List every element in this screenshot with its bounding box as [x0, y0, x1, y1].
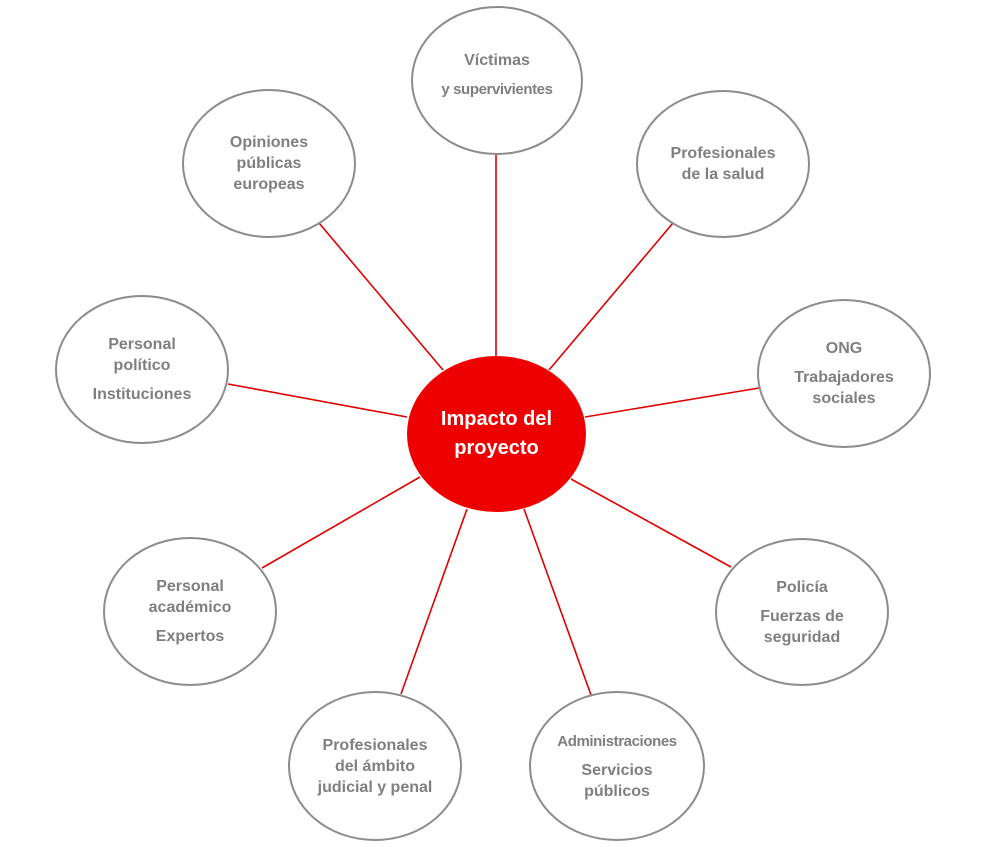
node-opiniones-line1: Opiniones: [229, 134, 309, 151]
center-node-impacto: Impacto del proyecto: [407, 356, 586, 512]
node-academico: Personal académico Expertos: [103, 537, 277, 686]
connector-salud: [548, 222, 674, 371]
node-policia-line3: seguridad: [763, 628, 841, 646]
node-salud: Profesionales de la salud: [636, 90, 810, 238]
node-opiniones-line3: europeas: [233, 176, 305, 193]
node-ong-line3: sociales: [812, 390, 876, 407]
node-academico-line1: Personal: [156, 578, 224, 595]
node-salud-line2: de la salud: [681, 166, 765, 183]
node-administraciones-line3: públicos: [584, 782, 650, 800]
node-salud-line1: Profesionales: [670, 145, 776, 162]
center-label-line2: proyecto: [454, 437, 539, 459]
node-administraciones-line2: Servicios: [581, 761, 653, 779]
connector-ong: [584, 387, 760, 418]
node-academico-line2: académico: [148, 599, 232, 616]
node-policia-line1: Policía: [776, 578, 828, 596]
node-policia: Policía Fuerzas de seguridad: [715, 538, 889, 686]
node-politico-line3: Instituciones: [92, 386, 192, 403]
node-ong: ONG Trabajadores sociales: [757, 299, 931, 448]
node-victimas-line1: Víctimas: [464, 51, 530, 69]
node-administraciones: Administraciones Servicios públicos: [529, 691, 705, 841]
connector-policia: [570, 478, 732, 568]
node-opiniones-line2: públicas: [236, 155, 302, 172]
node-ong-line1: ONG: [825, 340, 863, 357]
connector-opiniones: [318, 222, 444, 371]
node-administraciones-line1: Administraciones: [557, 732, 677, 750]
node-politico-line1: Personal: [108, 336, 176, 353]
node-judicial-line3: judicial y penal: [317, 778, 433, 796]
node-ong-line2: Trabajadores: [794, 369, 894, 386]
connector-academico: [261, 476, 421, 569]
node-judicial-line2: del ámbito: [334, 757, 415, 775]
node-victimas-line2: y supervivientes: [441, 80, 553, 98]
node-policia-line2: Fuerzas de: [760, 607, 844, 625]
node-opiniones: Opiniones públicas europeas: [182, 89, 356, 238]
center-label-line1: Impacto del: [440, 408, 553, 430]
connector-administraciones: [523, 508, 592, 696]
connector-politico: [227, 383, 408, 418]
node-academico-line3: Expertos: [155, 628, 225, 645]
connector-judicial: [400, 508, 468, 695]
node-politico-line2: político: [113, 357, 171, 374]
node-victimas: Víctimas y supervivientes: [411, 6, 583, 155]
node-judicial-line1: Profesionales: [322, 736, 428, 754]
node-politico: Personal político Instituciones: [55, 295, 229, 444]
node-judicial: Profesionales del ámbito judicial y pena…: [288, 691, 462, 841]
